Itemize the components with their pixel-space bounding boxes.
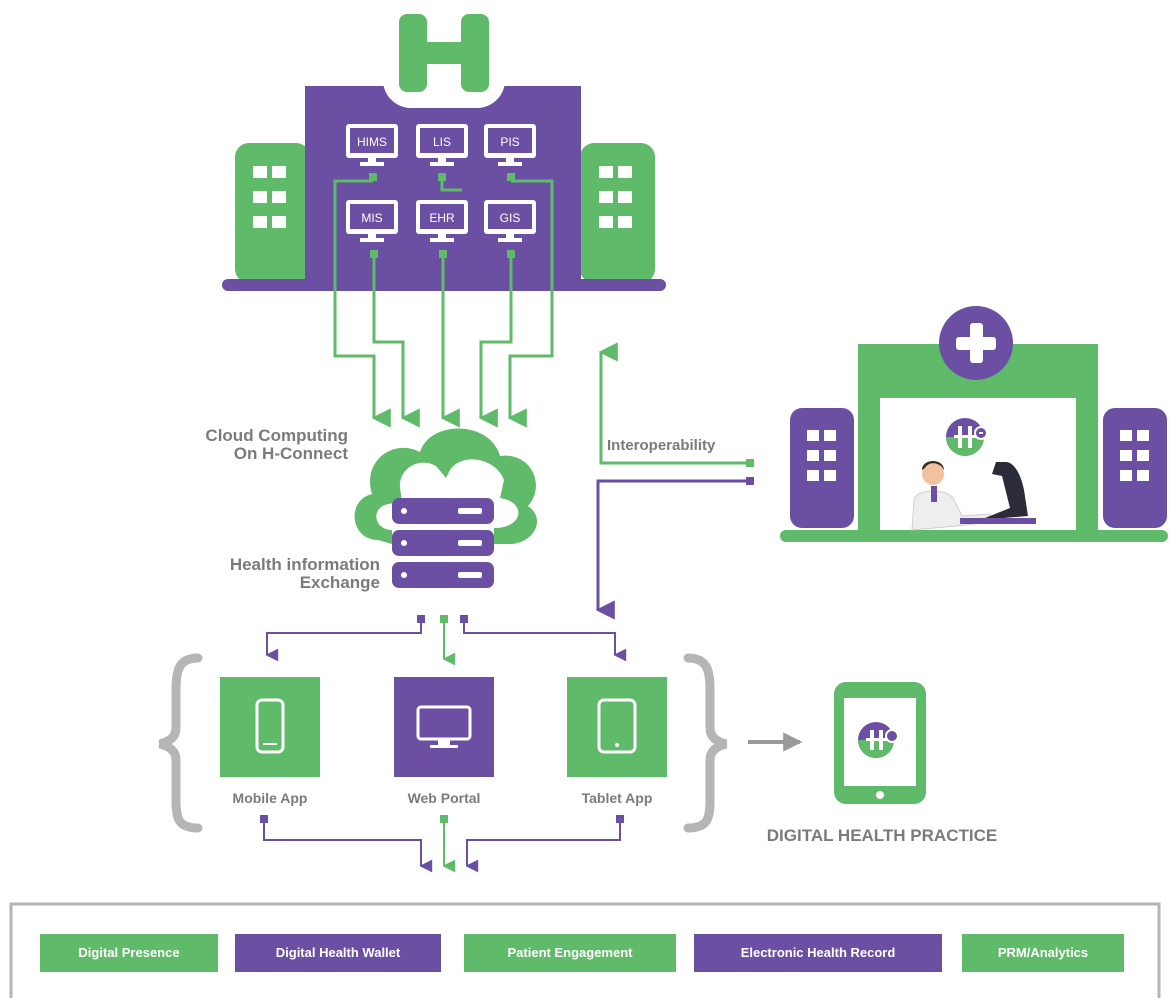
digital-health-practice-tablet-icon <box>834 682 926 804</box>
monitor-icon: PIS <box>484 124 536 166</box>
cloud-to-channels-connectors <box>265 615 627 666</box>
monitor-icon: LIS <box>416 124 468 166</box>
digital-health-practice-label: DIGITAL HEALTH PRACTICE <box>766 826 998 845</box>
hospital-right-wing <box>580 143 655 283</box>
cloud-server-icon <box>354 428 537 588</box>
h-connect-logo-icon <box>946 418 988 456</box>
right-brace <box>683 653 728 833</box>
mobile-app-label: Mobile App <box>232 790 308 806</box>
system-label-ehr: EHR <box>429 211 455 225</box>
channels-group <box>158 653 728 873</box>
tablet-app-tile[interactable] <box>567 677 667 777</box>
tablet-icon <box>597 698 637 754</box>
hospital-left-wing <box>235 143 310 283</box>
smartphone-icon <box>255 698 285 754</box>
cloud-computing-label: Cloud Computing On H-Connect <box>205 426 348 463</box>
mobile-app-tile[interactable] <box>220 677 320 777</box>
output-electronic-health-record[interactable]: Electronic Health Record <box>694 934 942 972</box>
system-label-lis: LIS <box>433 135 451 149</box>
hospital-systems: HIMS LIS PIS MIS <box>346 124 536 258</box>
hie-label: Health information Exchange <box>229 555 380 592</box>
monitor-icon <box>416 705 472 748</box>
system-label-mis: MIS <box>361 211 382 225</box>
web-portal-label: Web Portal <box>407 790 481 806</box>
hospital-h-logo <box>383 8 505 108</box>
monitor-icon: GIS <box>484 200 536 242</box>
doctor-at-computer-icon <box>911 461 1036 531</box>
outputs-panel <box>9 902 1161 998</box>
interoperability-connectors <box>595 342 754 620</box>
output-digital-health-wallet[interactable]: Digital Health Wallet <box>235 934 441 972</box>
monitor-icon: EHR <box>416 200 468 242</box>
web-portal-tile[interactable] <box>394 677 494 777</box>
system-label-gis: GIS <box>500 211 521 225</box>
system-label-hims: HIMS <box>357 135 387 149</box>
left-brace <box>158 653 203 833</box>
output-prm-analytics[interactable]: PRM/Analytics <box>962 934 1124 972</box>
monitor-icon: MIS <box>346 200 398 242</box>
interoperability-label: Interoperability <box>607 437 716 454</box>
clinic-building <box>780 306 1168 542</box>
output-patient-engagement[interactable]: Patient Engagement <box>464 934 676 972</box>
tablet-app-label: Tablet App <box>581 790 653 806</box>
hospital-to-cloud-connectors <box>333 179 554 428</box>
output-digital-presence[interactable]: Digital Presence <box>40 934 218 972</box>
monitor-icon: HIMS <box>346 124 398 166</box>
system-label-pis: PIS <box>500 135 519 149</box>
